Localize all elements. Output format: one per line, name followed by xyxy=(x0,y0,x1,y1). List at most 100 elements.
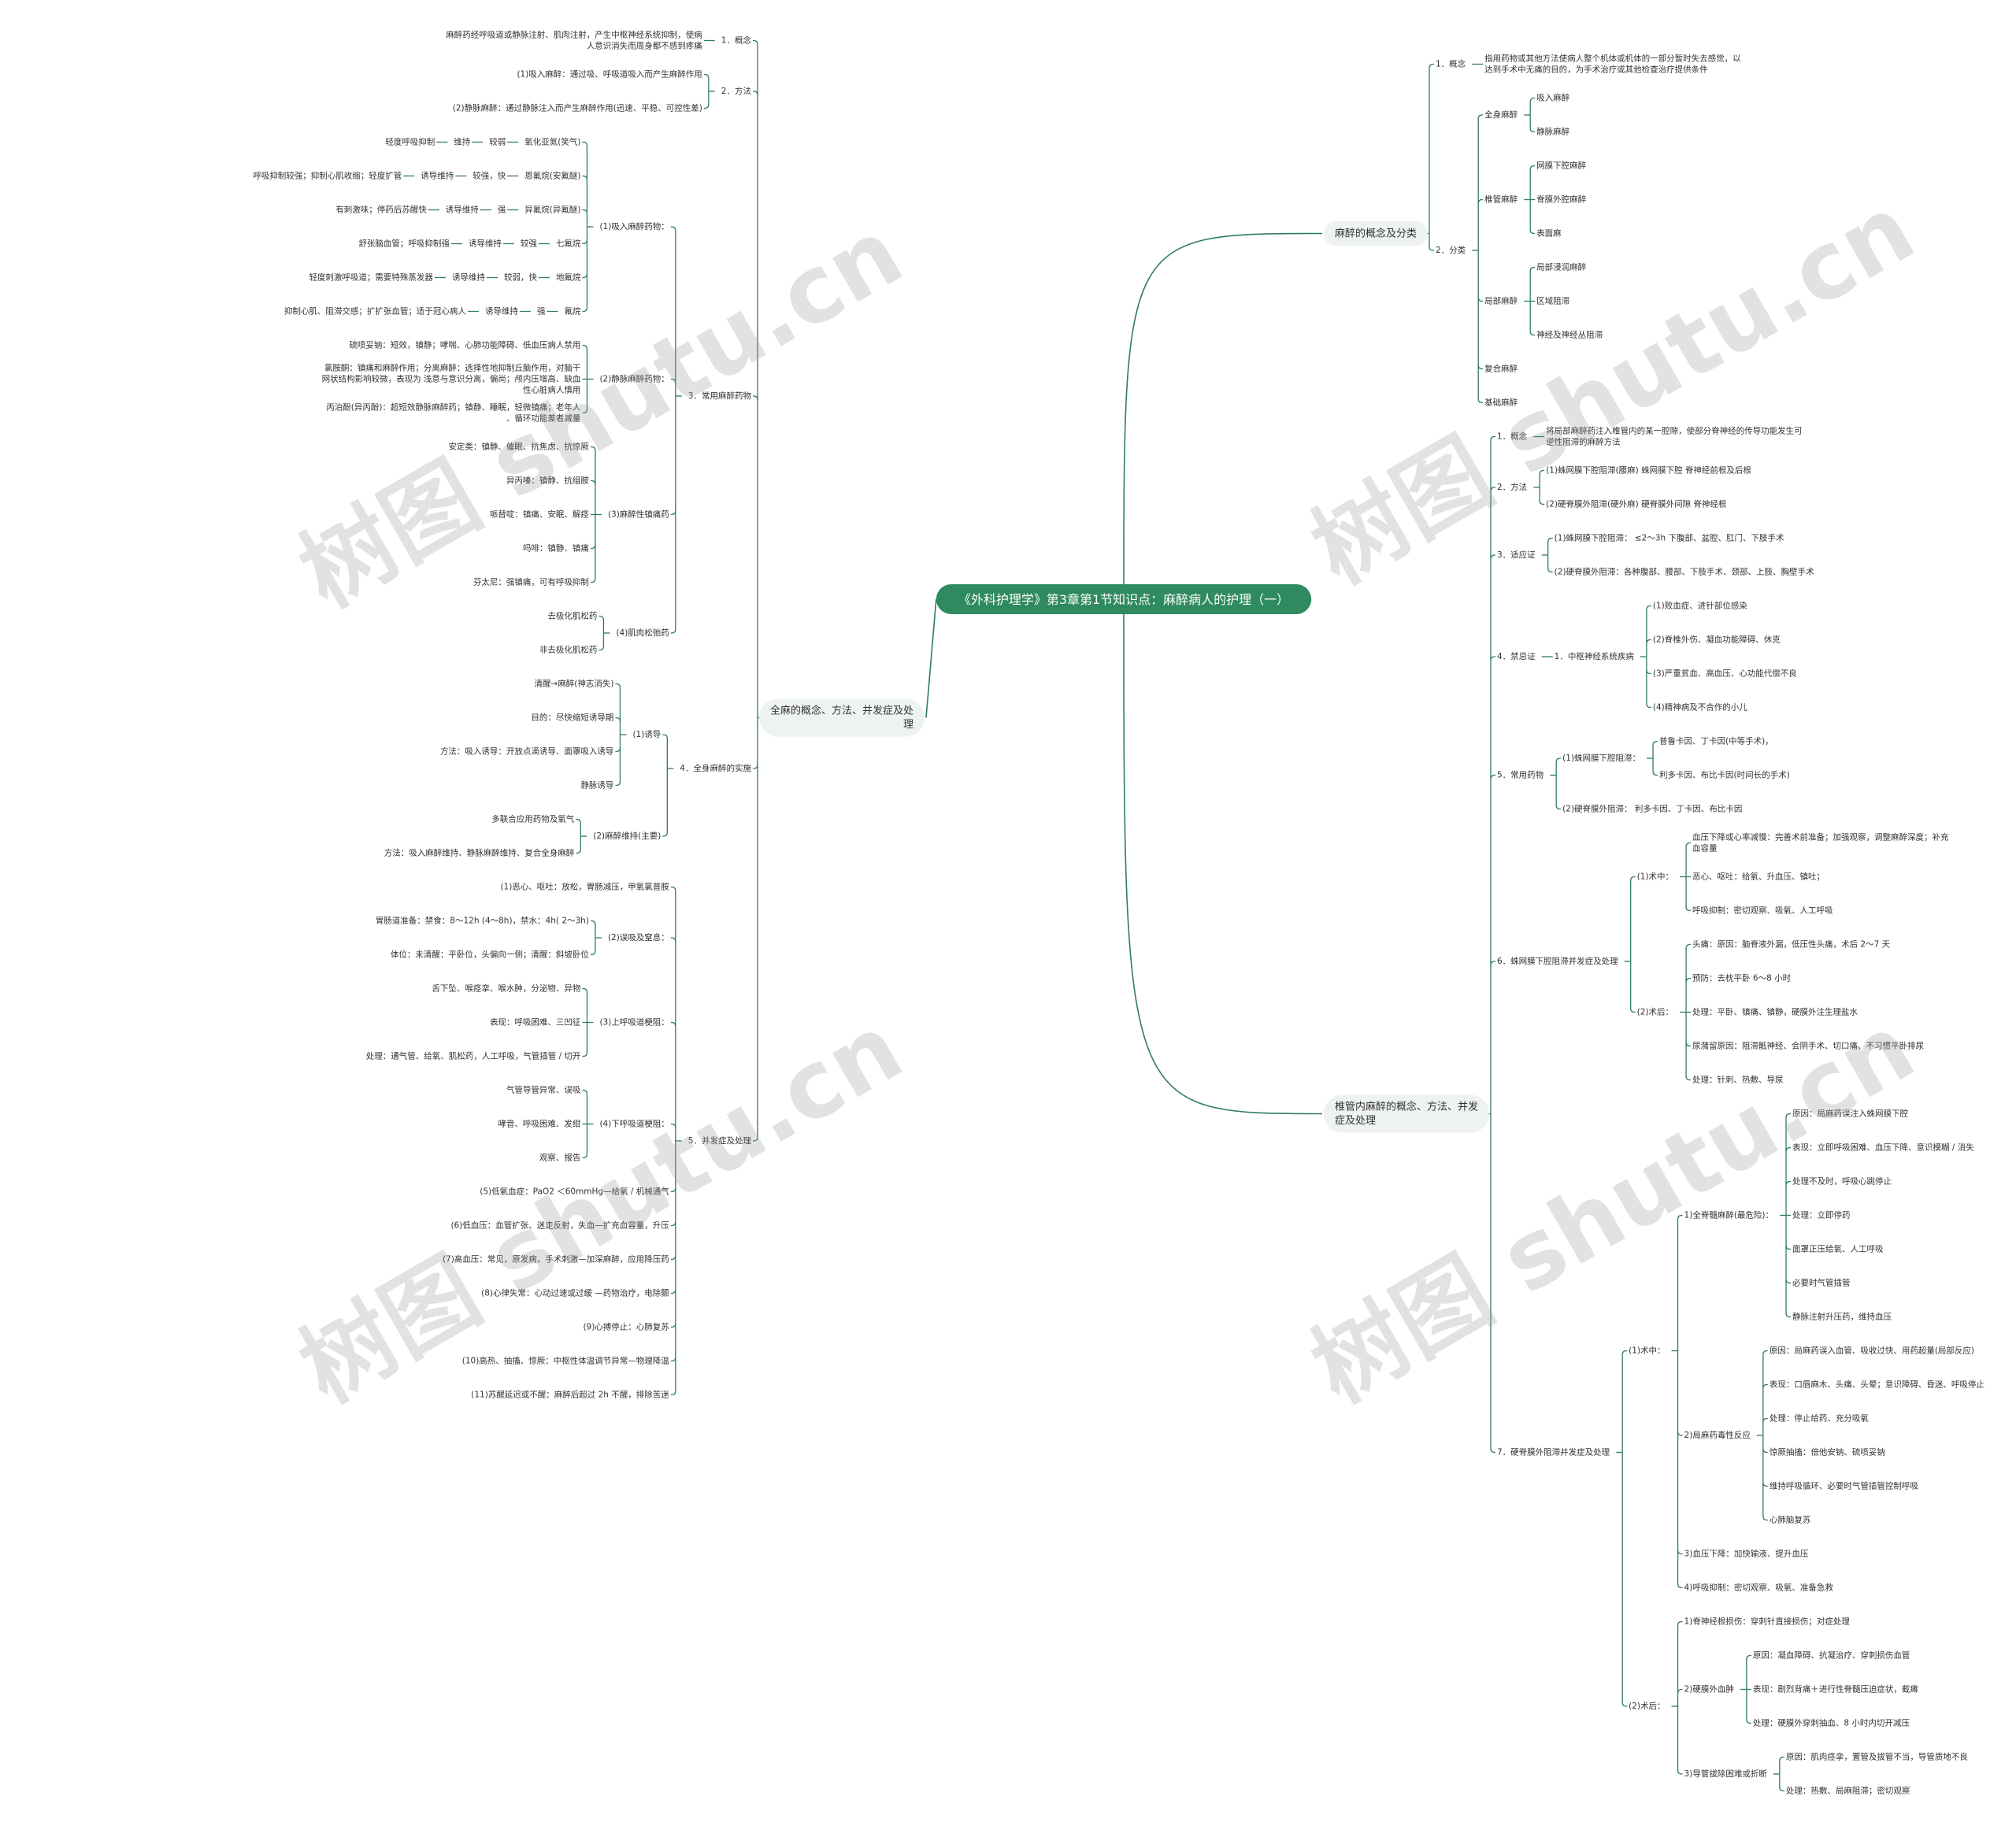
connector-line xyxy=(1779,1756,1784,1761)
node-text: (2)术后： xyxy=(1637,1008,1673,1017)
node-text: 诱导维持 xyxy=(446,205,479,215)
node-text: 将局部麻醉药注入椎管内的某一腔隙，使部分脊神经的传导功能发生可逆性阻滞的麻醉方法 xyxy=(1546,426,1803,447)
connector-line xyxy=(1539,469,1545,475)
node-text: (2)硬脊膜外阻滞： 利多卡因、丁卡因、布比卡因 xyxy=(1562,804,1742,814)
connector-line xyxy=(590,480,596,485)
node-text: (1)败血症、进针部位感染 xyxy=(1653,601,1747,611)
node-text: 静脉注射升压药，维持血压 xyxy=(1792,1312,1892,1322)
branch-node[interactable] xyxy=(1324,1094,1490,1133)
connector-line xyxy=(670,937,676,943)
connector-line xyxy=(1677,1583,1683,1589)
node-text: 静脉诱导 xyxy=(580,780,613,791)
connector-line xyxy=(582,1089,588,1094)
connector-line xyxy=(1630,1008,1636,1013)
node-text: 原因：肌肉痉挛，置管及拔管不当，导管质地不良 xyxy=(1786,1752,1968,1762)
node-text: 处理：通气管、给氧、肌松药，人工呼吸，气管插管 / 切开 xyxy=(366,1051,581,1061)
connector-line xyxy=(615,717,621,722)
connector-line xyxy=(1685,842,1692,847)
node-text: (2)静脉麻醉药物： xyxy=(599,374,669,384)
connector-line xyxy=(1529,97,1536,102)
node-text: 目的：尽快缩短诱导期 xyxy=(531,713,613,723)
root-node[interactable] xyxy=(936,584,1312,614)
connector-line xyxy=(670,1221,676,1227)
node-text: 5．常用药物 xyxy=(1497,770,1544,780)
node-text: 诱导维持 xyxy=(421,171,454,181)
connector-line xyxy=(1646,669,1651,675)
connector-line xyxy=(670,226,676,231)
node-text: 哌替啶：镇痛、安眠、解痉 xyxy=(490,509,589,520)
node-text: 面罩正压给氧、人工呼吸 xyxy=(1792,1244,1884,1254)
node-text: (2)静脉麻醉：通过静脉注入而产生麻醉作用(迅速、平稳、可控性差) xyxy=(453,103,702,113)
connector-line xyxy=(1529,266,1536,272)
connector-line xyxy=(590,578,596,583)
node-text: (4)精神病及不合作的小儿 xyxy=(1653,702,1747,713)
node-text: 维持 xyxy=(454,137,470,147)
connector-line xyxy=(582,209,588,214)
node-text: 全麻的概念、方法、并发症及处理 xyxy=(770,705,914,731)
connector-line xyxy=(1490,487,1495,492)
branch-node[interactable] xyxy=(1324,220,1429,246)
connector-line xyxy=(1621,1350,1628,1355)
connector-line xyxy=(1652,771,1658,776)
connector-line xyxy=(1477,365,1484,370)
node-text: (3)严重贫血、高血压、心功能代偿不良 xyxy=(1653,668,1797,679)
node-text: (2)脊椎外伤、凝血功能障碍、休克 xyxy=(1653,635,1781,645)
connector-line xyxy=(590,446,596,451)
node-text: 尿潴留原因：阻滞骶神经、会阴手术、切口痛、不习惯平卧排尿 xyxy=(1692,1041,1924,1051)
node-text: (2)术后： xyxy=(1629,1702,1665,1711)
connector-line xyxy=(590,920,596,925)
connector-line xyxy=(1555,757,1562,763)
connector-line xyxy=(1547,568,1553,573)
connector-line xyxy=(1779,1787,1784,1792)
connector-line xyxy=(582,344,588,350)
node-text: (11)苏醒延迟或不醒：麻醉后超过 2h 不醒，排除苦迷 xyxy=(471,1390,669,1400)
connector-line xyxy=(576,818,581,824)
connector-line xyxy=(670,378,676,383)
node-text: (3)麻醉性镇痛药 xyxy=(608,509,669,520)
node-text: 体位：未清醒：平卧位，头偏向一侧；清醒：斜坡卧位 xyxy=(391,950,589,960)
node-text: 3)血压下降：加快输液、提升血压 xyxy=(1684,1549,1809,1559)
connector-line xyxy=(1529,165,1536,170)
node-text: 强 xyxy=(537,307,546,317)
connector-line xyxy=(1429,246,1434,251)
node-text: 方法：吸入麻醉维持、静脉麻醉维持、复合全身麻醉 xyxy=(384,848,575,858)
connector-line xyxy=(1529,229,1536,235)
node-text: 轻度呼吸抑制 xyxy=(385,137,435,147)
connector-line xyxy=(1490,554,1495,560)
node-text: 较弱，快 xyxy=(504,272,537,283)
node-text: 表现：剧烈背痛＋进行性脊髓压迫症状，截瘫 xyxy=(1753,1684,1918,1694)
node-text: 诱导维持 xyxy=(469,239,502,249)
node-text: 必要时气管插管 xyxy=(1792,1278,1851,1288)
connector-line xyxy=(1762,1383,1768,1389)
connector-line xyxy=(1652,740,1658,746)
connector-line xyxy=(1555,805,1562,810)
connector-line xyxy=(1785,1279,1792,1284)
connector-line xyxy=(1123,598,1323,1115)
node-text: 呼吸抑制较强；抑制心肌收缩；轻度扩管 xyxy=(253,171,402,181)
connector-line xyxy=(1539,500,1545,506)
branch-node[interactable] xyxy=(758,698,925,737)
connector-line xyxy=(582,141,588,146)
node-text: 局部浸润麻醉 xyxy=(1536,262,1586,272)
connector-line xyxy=(1646,605,1651,610)
node-text: 抑制心肌、阻滞交感；扩扩张血管；适于冠心病人 xyxy=(284,306,466,317)
node-text: 舒张脑血管；呼吸抑制强 xyxy=(358,239,450,249)
connector-line xyxy=(1785,1245,1792,1250)
node-text: 6．蛛网膜下腔阻滞并发症及处理 xyxy=(1497,956,1618,966)
node-text: 氯胺酮：镇痛和麻醉作用；分离麻醉：选择性地抑制丘脑作用，对脑干网状结构影响较微，… xyxy=(322,363,581,395)
node-text: 5．并发症及处理 xyxy=(688,1135,752,1146)
node-text: (2)硬脊膜外阻滞(硬外麻) 硬脊膜外间隙 脊神经根 xyxy=(1546,499,1727,509)
connector-line xyxy=(670,628,676,634)
connector-line xyxy=(1490,961,1495,966)
node-text: 原因：局麻药误入血管、吸收过快、用药超量(局部反应) xyxy=(1770,1346,1974,1356)
node-text: 较弱 xyxy=(489,137,506,147)
node-text: 1)脊神经根损伤：穿刺针直接损伤；对症处理 xyxy=(1684,1617,1851,1627)
connector-line xyxy=(1621,1702,1628,1707)
node-text: 有刺激味；停药后苏醒快 xyxy=(335,205,427,215)
node-text: 恶心、呕吐：给氧、升血压、镇吐； xyxy=(1692,872,1825,882)
node-text: 脊膜外腔麻醉 xyxy=(1536,194,1586,205)
node-text: 7．硬脊膜外阻滞并发症及处理 xyxy=(1497,1447,1610,1457)
node-text: 4)呼吸抑制：密切观察、吸氧、准备急救 xyxy=(1684,1583,1834,1593)
node-text: 麻醉的概念及分类 xyxy=(1335,227,1417,239)
